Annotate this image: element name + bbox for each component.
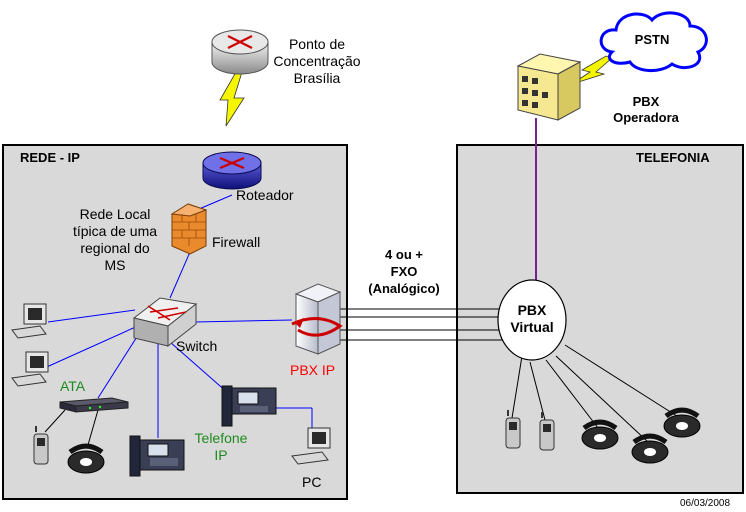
pbx-ip-label: PBX IP: [290, 362, 336, 378]
ip-phone-icon: [221, 385, 277, 427]
cell-phone-icon: [505, 410, 521, 449]
switch-icon: [132, 297, 198, 348]
router-icon: [202, 151, 262, 190]
telefonia-title: TELEFONIA: [636, 150, 710, 165]
analog-phone-icon: [67, 443, 105, 474]
pbx-virtual-node: [497, 279, 567, 361]
analog-phone-icon: [663, 407, 701, 438]
switch-label: Switch: [176, 338, 218, 354]
fxo-label: 4 ou +FXO(Analógico): [368, 247, 440, 296]
cloud-icon: [599, 11, 708, 72]
lightning-icon: [571, 55, 613, 85]
pc-label: PC: [302, 474, 322, 490]
ip-phone-icon: [129, 435, 185, 477]
date-label: 06/03/2008: [680, 498, 731, 509]
pc-icon: [11, 303, 47, 339]
analog-phone-icon: [631, 433, 669, 464]
cell-phone-icon: [539, 412, 555, 451]
firewall-label: Firewall: [212, 234, 261, 250]
roteador-label: Roteador: [236, 187, 294, 203]
pstn-label: PSTN: [634, 32, 670, 47]
cell-phone-icon: [33, 426, 49, 465]
pc-icon: [11, 351, 49, 387]
pc-icon: [291, 427, 331, 465]
analog-phone-icon: [581, 419, 619, 450]
firewall-icon: [170, 203, 208, 255]
ata-icon: [59, 397, 129, 413]
router-icon: [211, 29, 269, 75]
lightning-icon: [219, 71, 245, 127]
pbx-server-icon: [291, 283, 343, 355]
pbx-building-icon: [516, 53, 582, 121]
ata-label: ATA: [60, 378, 86, 394]
rede-ip-title: REDE - IP: [20, 150, 80, 165]
blue-links: [39, 194, 313, 438]
